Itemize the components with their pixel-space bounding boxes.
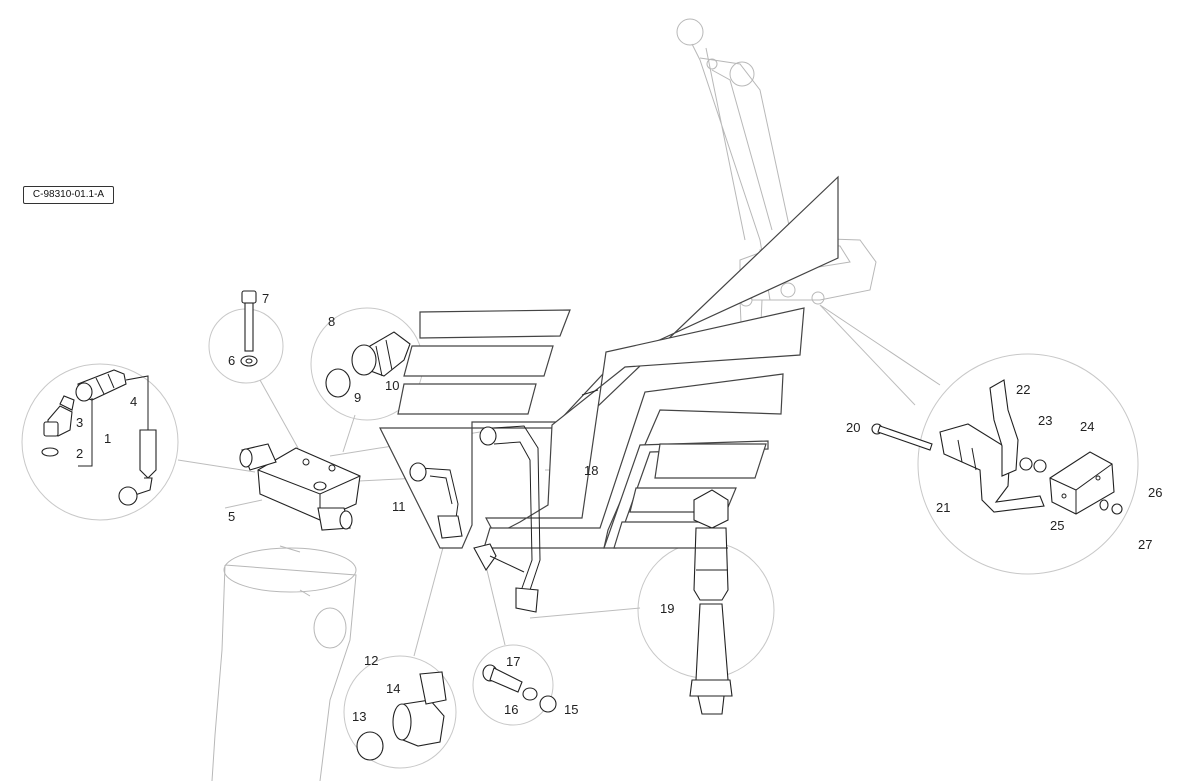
callout-8: 8	[328, 314, 335, 329]
nut-part-27	[1111, 503, 1123, 515]
washer-part-16	[522, 687, 538, 701]
callout-16: 16	[504, 702, 518, 717]
callout-26: 26	[1148, 485, 1162, 500]
o-ring-part-9	[325, 368, 351, 398]
callout-6: 6	[228, 353, 235, 368]
callout-23: 23	[1038, 413, 1052, 428]
callout-20: 20	[846, 420, 860, 435]
callout-22: 22	[1016, 382, 1030, 397]
fitting-part-19	[689, 489, 733, 715]
valve-block-part-5	[239, 443, 361, 531]
callout-11: 11	[392, 499, 406, 514]
washer-part-26	[1099, 499, 1109, 511]
callout-10: 10	[385, 378, 399, 393]
callout-24: 24	[1080, 419, 1094, 434]
ghost-tank	[211, 545, 357, 781]
stepped-plate-assembly	[379, 175, 839, 549]
callout-25: 25	[1050, 518, 1064, 533]
o-ring-part-2	[41, 447, 59, 457]
callout-labels: 1 2 3 4 5 6 7 8 9 10 11 12 13 14 15 16 1…	[76, 291, 1162, 724]
bolt-part-17	[482, 664, 523, 693]
callout-12: 12	[364, 653, 378, 668]
block-part-25	[1049, 451, 1115, 515]
callout-18: 18	[584, 463, 598, 478]
o-ring-part-13	[356, 731, 384, 761]
callout-5: 5	[228, 509, 235, 524]
callout-3: 3	[76, 415, 83, 430]
elbow-fitting-part-3	[43, 395, 75, 437]
callout-1: 1	[104, 431, 111, 446]
callout-2: 2	[76, 446, 83, 461]
tube-part-11	[409, 462, 463, 539]
callout-19: 19	[660, 601, 674, 616]
callout-14: 14	[386, 681, 400, 696]
callout-4: 4	[130, 394, 137, 409]
adapter-part-10	[351, 331, 411, 377]
callout-27: 27	[1138, 537, 1152, 552]
tube-part-18	[473, 425, 541, 613]
nut-part-15	[539, 695, 557, 713]
drawing-reference-code: C-98310-01.1-A	[23, 186, 114, 204]
bracket-part-22	[989, 379, 1019, 477]
washer-part-6	[240, 355, 258, 367]
callout-9: 9	[354, 390, 361, 405]
elbow-adapter-part-14	[392, 671, 447, 747]
bracket-line-1	[78, 398, 93, 467]
bolt-part-7	[241, 290, 257, 352]
straight-fitting-part-4	[75, 369, 157, 506]
callout-15: 15	[564, 702, 578, 717]
callout-7: 7	[262, 291, 269, 306]
callout-13: 13	[352, 709, 366, 724]
callout-21: 21	[936, 500, 950, 515]
long-bolt-part-20	[871, 423, 933, 451]
callout-17: 17	[506, 654, 520, 669]
washer-part-23	[1019, 457, 1033, 471]
nut-part-24	[1033, 459, 1047, 473]
